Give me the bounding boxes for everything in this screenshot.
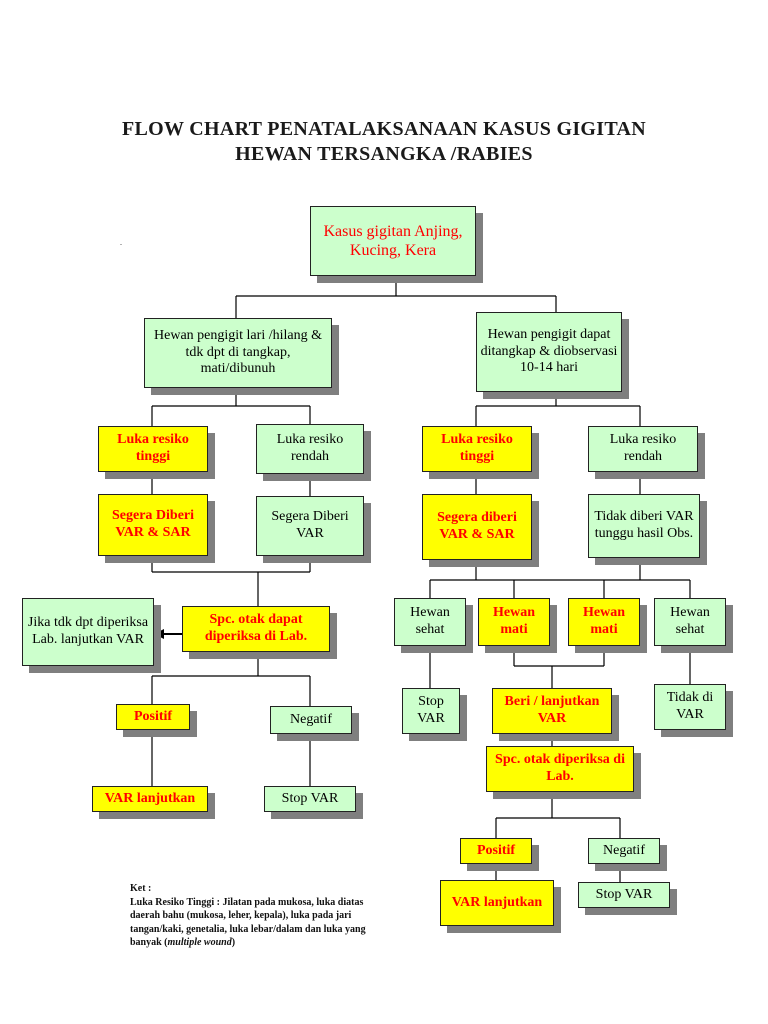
node-right-no-var: Tidak diberi VAR tunggu hasil Obs. — [588, 494, 700, 558]
node-right-healthy-2: Hewan sehat — [654, 598, 726, 646]
node-right-stop-var-1: Stop VAR — [402, 688, 460, 734]
node-right-var-continue: VAR lanjutkan — [440, 880, 554, 926]
stray-dot: . — [120, 238, 122, 247]
note-text: Jilatan pada mukosa, luka diatas daerah … — [130, 896, 366, 949]
legend-note: Ket : Luka Resiko Tinggi : Jilatan pada … — [130, 882, 380, 950]
node-right-no-var-2: Tidak di VAR — [654, 684, 726, 730]
node-left-stop-var: Stop VAR — [264, 786, 356, 812]
node-right-dead-1: Hewan mati — [478, 598, 550, 646]
node-bite-case: Kasus gigitan Anjing, Kucing, Kera — [310, 206, 476, 276]
node-lab-unavailable: Jika tdk dpt diperiksa Lab. lanjutkan VA… — [22, 598, 154, 666]
note-body: Luka Resiko Tinggi : Jilatan pada mukosa… — [130, 896, 380, 950]
node-left-high-risk: Luka resiko tinggi — [98, 426, 208, 472]
node-right-brain-lab: Spc. otak diperiksa di Lab. — [486, 746, 634, 792]
chart-title-line-2: HEWAN TERSANGKA /RABIES — [235, 143, 533, 165]
note-heading: Ket : — [130, 883, 152, 894]
node-left-var-continue: VAR lanjutkan — [92, 786, 208, 812]
note-label: Luka Resiko Tinggi : — [130, 896, 220, 908]
node-right-dead-2: Hewan mati — [568, 598, 640, 646]
note-close: ) — [231, 937, 236, 948]
node-right-healthy-1: Hewan sehat — [394, 598, 466, 646]
node-right-give-var: Beri / lanjutkan VAR — [492, 688, 612, 734]
node-right-var-sar: Segera diberi VAR & SAR — [422, 494, 532, 560]
node-animal-caught: Hewan pengigit dapat ditangkap & diobser… — [476, 312, 622, 392]
node-right-negative: Negatif — [588, 838, 660, 864]
chart-title-line-1: FLOW CHART PENATALAKSANAAN KASUS GIGITAN — [122, 118, 646, 140]
node-left-negative: Negatif — [270, 706, 352, 734]
node-left-positive: Positif — [116, 704, 190, 730]
node-left-brain-lab: Spc. otak dapat diperiksa di Lab. — [182, 606, 330, 652]
node-right-low-risk: Luka resiko rendah — [588, 426, 698, 472]
node-left-var: Segera Diberi VAR — [256, 496, 364, 556]
node-right-high-risk: Luka resiko tinggi — [422, 426, 532, 472]
note-emphasis: multiple wound — [167, 937, 232, 948]
node-left-var-sar: Segera Diberi VAR & SAR — [98, 494, 208, 556]
node-left-low-risk: Luka resiko rendah — [256, 424, 364, 474]
node-animal-lost: Hewan pengigit lari /hilang & tdk dpt di… — [144, 318, 332, 388]
node-right-stop-var-2: Stop VAR — [578, 882, 670, 908]
node-right-positive: Positif — [460, 838, 532, 864]
